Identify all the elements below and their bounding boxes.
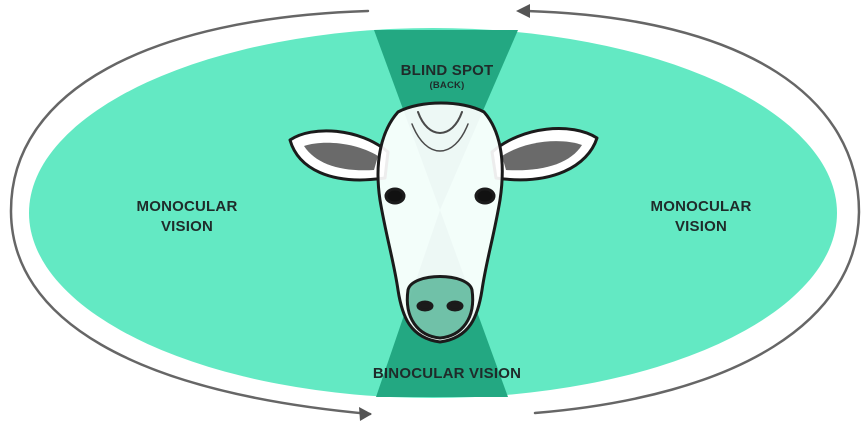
right-nostril — [448, 302, 462, 310]
monocular-right-label-line2: VISION — [675, 218, 727, 235]
arrow-head-bottom-left — [359, 407, 372, 421]
arrow-head-top-right — [516, 4, 530, 18]
blind-spot-sub-label: (BACK) — [430, 80, 465, 91]
right-eye — [476, 189, 494, 203]
binocular-vision-label: BINOCULAR VISION — [373, 365, 521, 382]
blind-spot-label: BLIND SPOT — [401, 62, 494, 79]
left-eye — [386, 189, 404, 203]
monocular-left-label-line2: VISION — [161, 218, 213, 235]
left-nostril — [418, 302, 432, 310]
monocular-left-label-line1: MONOCULAR — [137, 198, 238, 215]
monocular-right-label-line1: MONOCULAR — [651, 198, 752, 215]
